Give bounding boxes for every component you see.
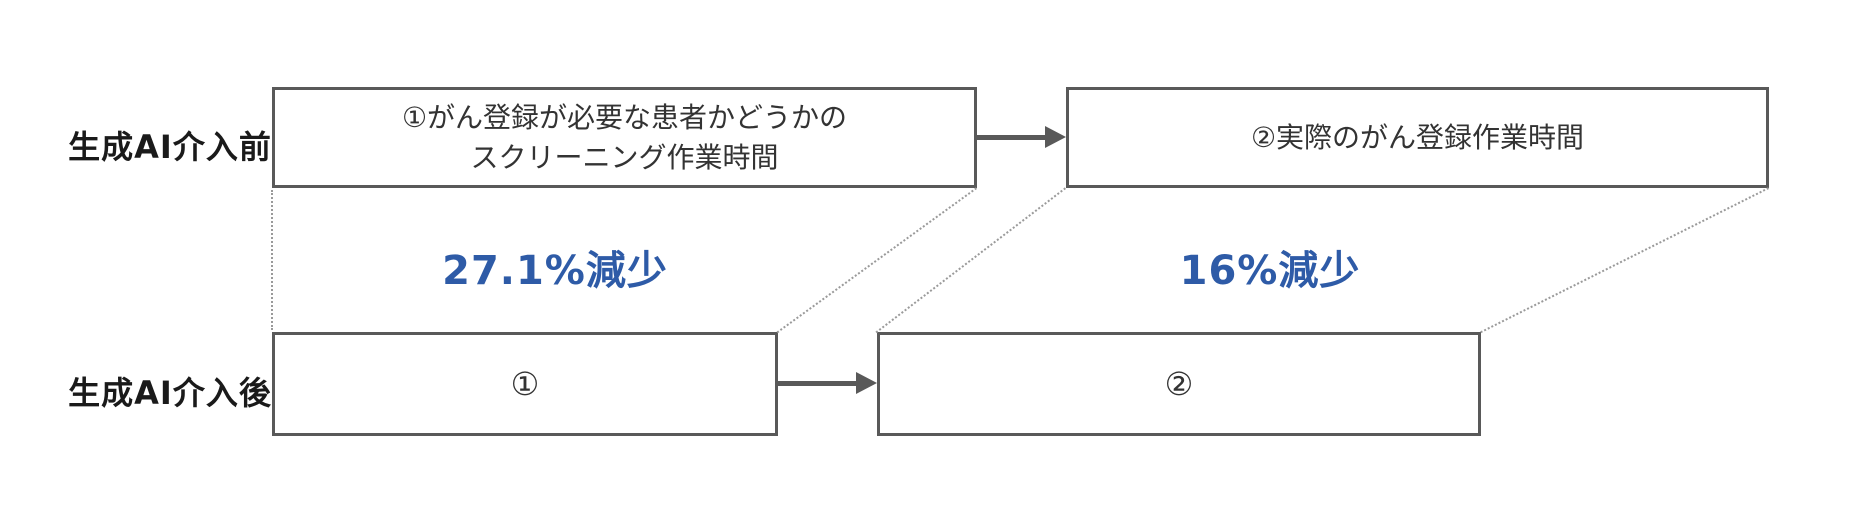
arrow-head [856,372,877,394]
shrink-guide-line-screening-right [776,187,977,334]
box-before-screening: ①がん登録が必要な患者かどうかの スクリーニング作業時間 [272,87,977,188]
arrow-shaft [778,381,858,386]
arrow-right-icon [778,372,877,394]
shrink-guide-line-left [271,190,273,330]
row-label-before-ai: 生成AI介入前 [68,128,272,166]
reduction-label-registration: 16%減少 [1179,248,1361,294]
reduction-label-screening: 27.1%減少 [442,248,668,294]
shrink-guide-line-registration-right [1480,187,1769,334]
box-before-screening-text-line2: スクリーニング作業時間 [470,140,779,174]
box-after-screening-text: ① [510,365,540,403]
box-after-registration: ② [877,332,1481,436]
box-before-registration: ②実際のがん登録作業時間 [1066,87,1769,188]
arrow-right-icon [977,126,1066,148]
arrow-head [1045,126,1066,148]
box-after-registration-text: ② [1164,365,1194,403]
row-label-after-ai: 生成AI介入後 [68,374,272,412]
box-before-screening-text-line1: ①がん登録が必要な患者かどうかの [401,100,848,134]
box-after-screening: ① [272,332,778,436]
shrink-guide-line-registration-left [875,187,1066,334]
box-before-registration-text: ②実際のがん登録作業時間 [1250,120,1585,154]
arrow-shaft [977,135,1047,140]
